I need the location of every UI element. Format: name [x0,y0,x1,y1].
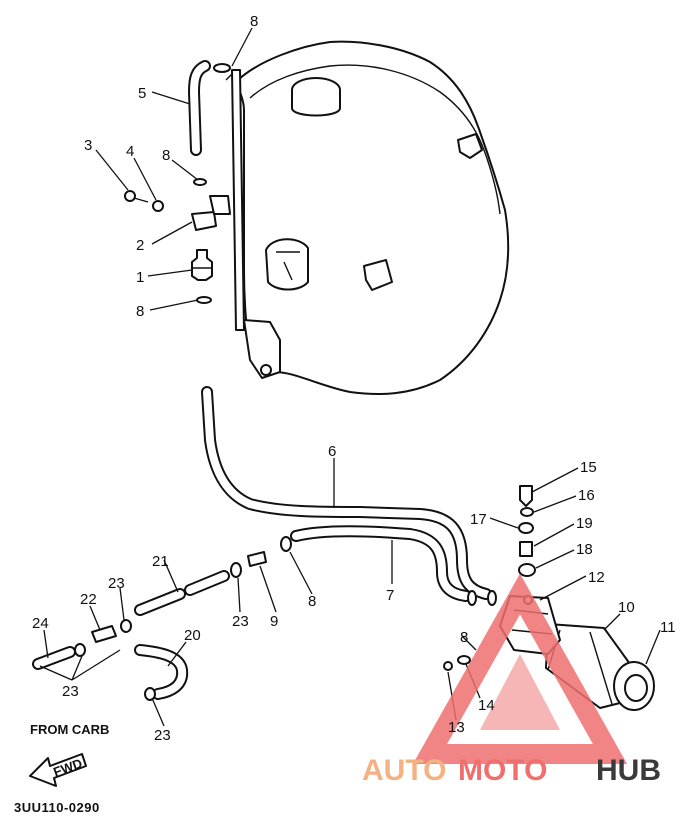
callout-23-a: 23 [108,575,125,592]
washer-16 [520,507,534,517]
callout-5: 5 [138,85,146,102]
callout-10: 10 [618,599,635,616]
bracket-2 [191,195,231,231]
callout-9: 9 [270,613,278,630]
clip-8b [193,178,207,186]
fwd-arrow: FWD [29,753,87,787]
callout-8-second: 8 [162,147,170,164]
callout-23-c: 23 [62,683,79,700]
joint-22 [91,625,117,643]
callout-17: 17 [470,511,487,528]
watermark-logo [412,573,628,764]
clip-8c [196,296,212,304]
callout-15: 15 [580,459,597,476]
hose-24 [32,646,76,670]
collar-19 [519,541,533,557]
tank-bracket [225,69,245,331]
clip-23c [74,643,86,657]
clip-23d [144,687,156,701]
clip-23a [120,619,132,633]
callout-19: 19 [576,515,593,532]
hose-20 [134,644,189,700]
callout-6: 6 [328,443,336,460]
callout-22: 22 [80,591,97,608]
watermark-text: AUTO MOTO HUB [362,754,661,787]
washer-14 [457,655,471,665]
callout-1: 1 [136,269,144,286]
bolt-15 [519,485,533,507]
bolt-3 [124,190,149,203]
callout-14: 14 [478,697,495,714]
from-carb-label: FROM CARB [30,722,109,737]
callout-4: 4 [126,143,134,160]
callout-16: 16 [578,487,595,504]
watermark-moto: MOTO [458,754,547,787]
fuel-filter-1 [191,249,213,281]
callout-numbers: 8 5 3 4 8 2 1 8 6 7 8 9 23 21 23 22 24 2… [32,13,676,744]
watermark-hub: HUB [596,754,661,787]
callout-23-b: 23 [232,613,249,630]
callout-18: 18 [576,541,593,558]
pump-cap-11 [613,661,655,711]
clip-8e [467,590,497,606]
bolt-13 [443,661,453,671]
callout-11: 11 [660,619,676,636]
clip-8d [280,536,292,552]
callout-7: 7 [386,587,394,604]
watermark-auto: AUTO [362,754,446,787]
callout-12: 12 [588,569,605,586]
callout-13: 13 [448,719,465,736]
hose-clip-top [213,63,231,73]
fuel-hose-6 [201,386,492,600]
leader-lines [39,27,661,727]
grommet-17 [518,522,534,534]
callout-21: 21 [152,553,169,570]
callout-8-top: 8 [250,13,258,30]
fuel-hose-7 [290,525,472,602]
diagram-code: 3UU110-0290 [14,800,100,815]
clip-23b [230,562,242,578]
damper-18 [518,563,536,577]
hose-21 [134,570,230,616]
fwd-label: FWD [51,755,84,779]
callout-3: 3 [84,137,92,154]
callout-23-d: 23 [154,727,171,744]
vent-hose-5 [188,60,211,156]
callout-8-fifth: 8 [460,629,468,646]
callout-8-third: 8 [136,303,144,320]
callout-20: 20 [184,627,201,644]
joint-9 [247,551,267,567]
washer-4 [152,200,164,212]
callout-24: 24 [32,615,49,632]
callout-8-fourth: 8 [308,593,316,610]
fuel-tank [236,40,510,396]
callout-2: 2 [136,237,144,254]
